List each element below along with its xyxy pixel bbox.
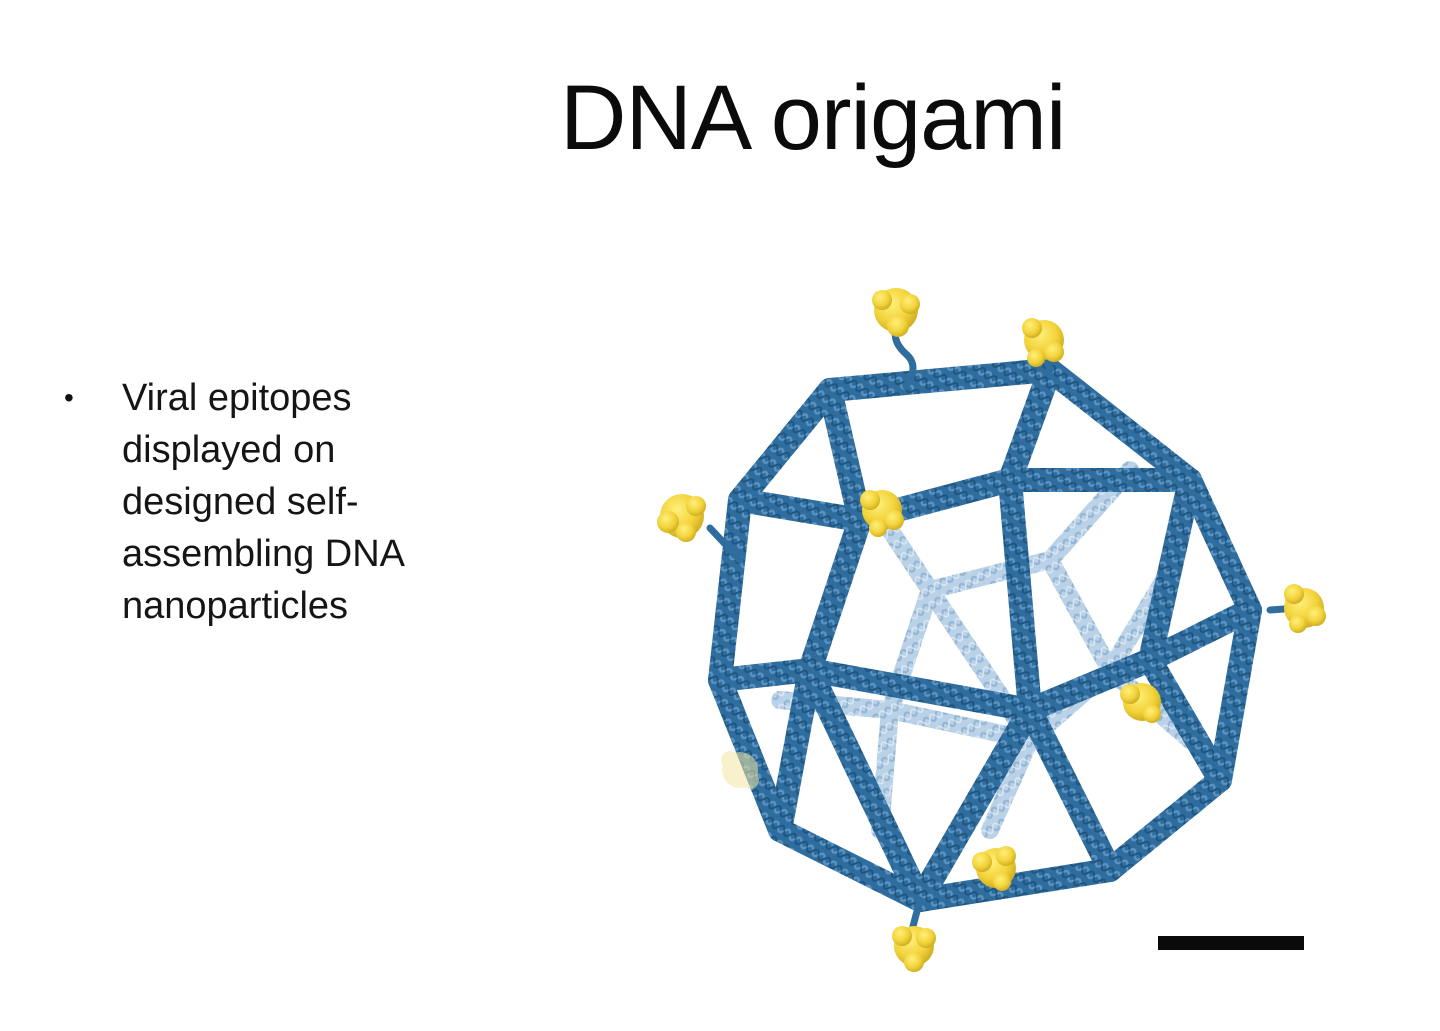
list-item: • Viral epitopes displayed on designed s… <box>60 372 480 632</box>
epitope <box>1284 584 1326 633</box>
bullet-list: • Viral epitopes displayed on designed s… <box>60 372 480 632</box>
slide-title: DNA origami <box>560 67 1066 169</box>
epitope <box>972 846 1016 891</box>
epitope <box>657 494 706 542</box>
epitope <box>860 490 904 537</box>
dna-nanoparticle-image <box>630 270 1350 990</box>
epitope <box>1022 318 1064 367</box>
bullet-marker: • <box>64 382 74 413</box>
epitope <box>892 926 936 972</box>
epitope <box>872 288 920 337</box>
viral-epitopes <box>657 288 1326 972</box>
bullet-text: Viral epitopes displayed on designed sel… <box>122 377 403 627</box>
dna-icosahedron-illustration <box>657 288 1326 972</box>
epitope <box>1120 683 1161 723</box>
epitope-dim <box>721 751 759 789</box>
front-edges <box>708 358 1262 912</box>
scale-bar <box>1158 936 1304 950</box>
